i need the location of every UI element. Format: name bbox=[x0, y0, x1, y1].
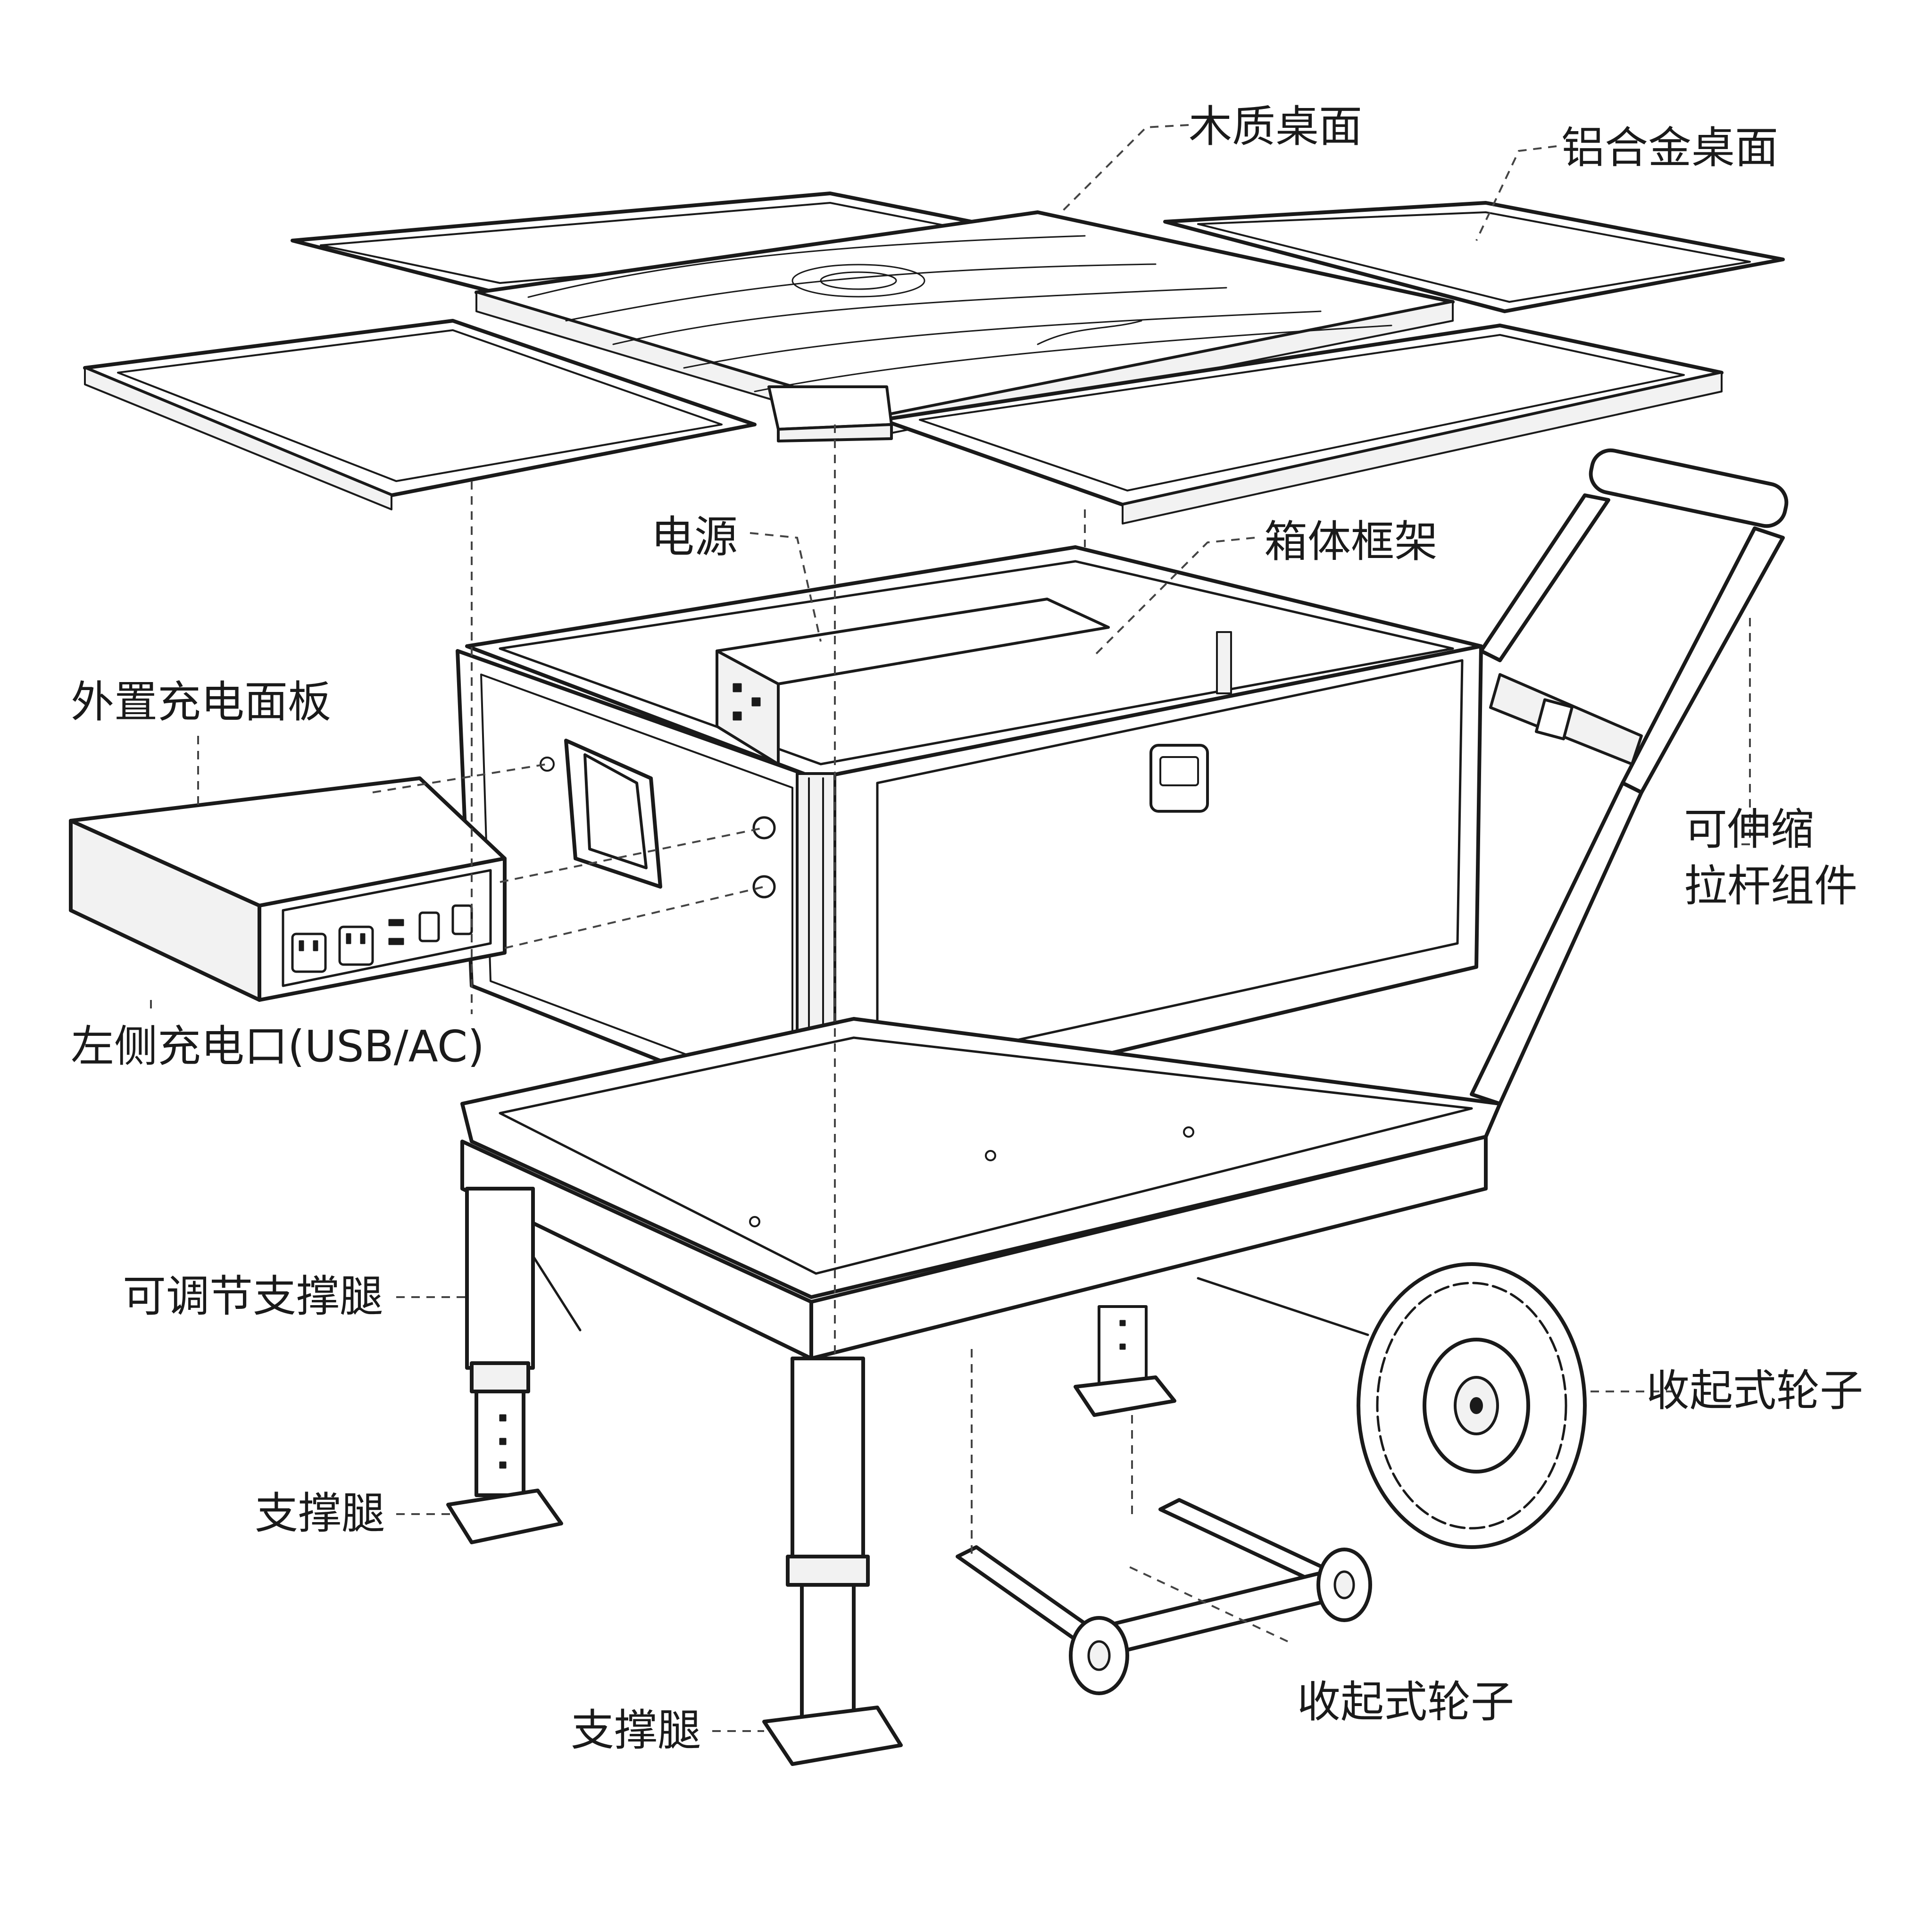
leg-front bbox=[762, 1357, 903, 1766]
aluminum-top-front-left bbox=[83, 319, 757, 510]
switch-icon bbox=[418, 911, 440, 942]
leg-back bbox=[1074, 1305, 1176, 1417]
usb-port-icon bbox=[388, 919, 404, 926]
label-adjustable-leg: 可调节支撑腿 bbox=[123, 1271, 383, 1322]
label-leg-left: 支撑腿 bbox=[255, 1488, 385, 1539]
tabletop-corner-joint bbox=[767, 385, 893, 442]
label-power: 电源 bbox=[651, 512, 738, 562]
label-telescopic-handle-line1: 可伸缩 bbox=[1684, 804, 1814, 855]
ac-outlet-icon bbox=[291, 933, 327, 973]
aluminum-top-back-right bbox=[1163, 201, 1785, 313]
side-handle bbox=[564, 739, 662, 889]
switch-icon bbox=[451, 904, 473, 935]
label-aluminum-tabletop: 铝合金桌面 bbox=[1561, 123, 1778, 173]
power-unit-inside bbox=[716, 598, 1110, 766]
box-frame bbox=[456, 545, 1483, 1124]
label-retractable-wheel-right: 收起式轮子 bbox=[1646, 1366, 1863, 1416]
label-retractable-wheel-bottom: 收起式轮子 bbox=[1297, 1677, 1514, 1727]
leader-lines bbox=[150, 124, 1751, 1732]
telescopic-handle bbox=[1470, 448, 1789, 1106]
big-wheel bbox=[1357, 1262, 1587, 1549]
ac-outlet-icon bbox=[338, 925, 374, 966]
external-charging-panel bbox=[69, 776, 507, 1002]
usb-port-icon bbox=[388, 938, 404, 945]
adjustable-leg-left bbox=[446, 1187, 563, 1544]
aluminum-top-front-right bbox=[880, 324, 1724, 525]
labels: 木质桌面 铝合金桌面 电源 箱体框架 外置充电面板 可伸缩 拉杆组件 左侧充电口… bbox=[71, 101, 1863, 1756]
label-left-charging-port: 左侧充电口(USB/AC) bbox=[71, 1021, 484, 1072]
small-wheel-assembly bbox=[956, 1498, 1372, 1695]
label-box-frame: 箱体框架 bbox=[1264, 516, 1438, 567]
cart-base bbox=[460, 1017, 1502, 1360]
label-leg-bottom: 支撑腿 bbox=[571, 1705, 701, 1756]
label-telescopic-handle-line2: 拉杆组件 bbox=[1684, 861, 1857, 911]
label-wood-tabletop: 木质桌面 bbox=[1189, 101, 1362, 152]
label-external-charging-panel: 外置充电面板 bbox=[71, 677, 331, 727]
